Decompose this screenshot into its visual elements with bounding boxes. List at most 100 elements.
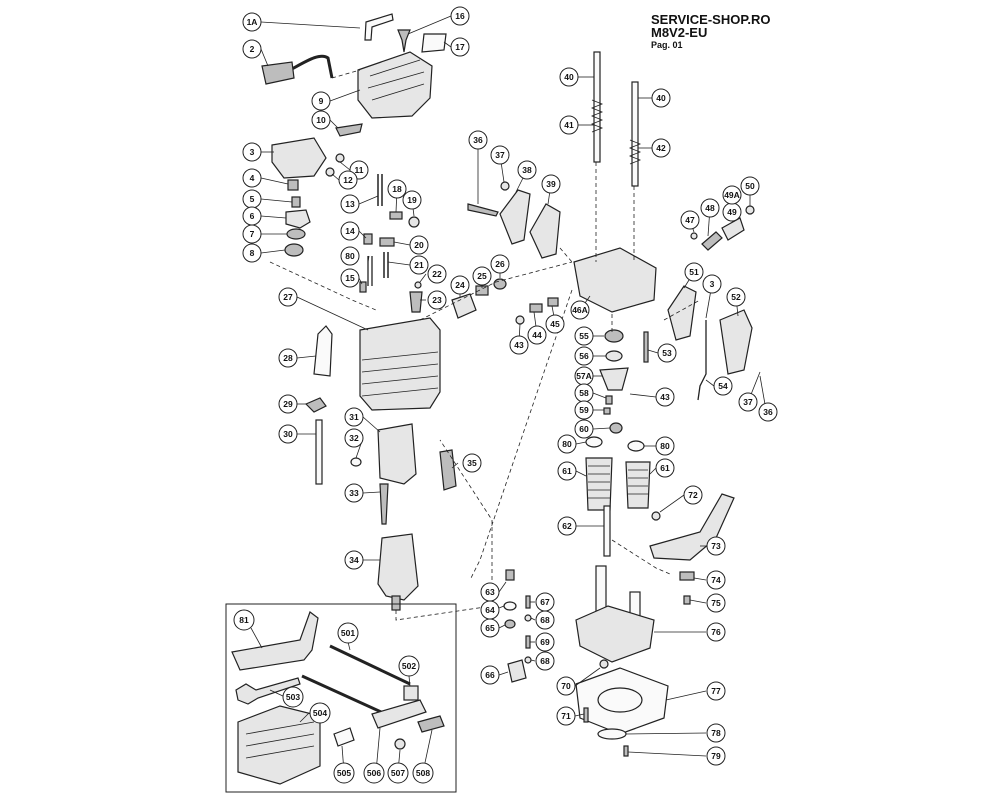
svg-text:67: 67 (540, 597, 550, 607)
part-stator (377, 423, 417, 485)
callout-81-left: 80 (557, 434, 577, 454)
callout-36-right: 36 (758, 402, 778, 422)
part-509-bolt (417, 715, 445, 733)
svg-text:18: 18 (392, 184, 402, 194)
part-13-wire (377, 174, 383, 206)
callout-33: 33 (344, 483, 364, 503)
part-55 (604, 329, 624, 343)
part-30-rod (315, 419, 323, 485)
svg-text:54: 54 (718, 381, 728, 391)
callout-44: 44 (527, 325, 547, 345)
callout-35: 35 (462, 453, 482, 473)
part-20 (379, 237, 395, 247)
svg-text:65: 65 (485, 623, 495, 633)
svg-text:42: 42 (656, 143, 666, 153)
callout-32: 32 (344, 428, 364, 448)
svg-text:62: 62 (562, 521, 572, 531)
svg-text:40: 40 (564, 72, 574, 82)
part-power-cord (289, 54, 334, 79)
callout-30: 30 (278, 424, 298, 444)
svg-text:68: 68 (540, 615, 550, 625)
svg-text:59: 59 (579, 405, 589, 415)
svg-text:13: 13 (345, 199, 355, 209)
svg-text:53: 53 (662, 348, 672, 358)
callout-80: 80 (340, 246, 360, 266)
callout-54: 54 (713, 376, 733, 396)
callout-66: 66 (480, 665, 500, 685)
part-switch (271, 137, 327, 179)
svg-text:40: 40 (656, 93, 666, 103)
svg-text:9: 9 (319, 96, 324, 106)
svg-text:49: 49 (727, 207, 737, 217)
svg-text:11: 11 (355, 165, 364, 175)
callout-51: 51 (684, 262, 704, 282)
callout-39: 39 (541, 174, 561, 194)
callout-23: 23 (427, 290, 447, 310)
callout-50: 50 (740, 176, 760, 196)
callout-7: 7 (242, 224, 262, 244)
part-62 (603, 505, 611, 557)
callout-76: 76 (706, 622, 726, 642)
svg-text:4: 4 (250, 173, 255, 183)
part-16-screw (397, 29, 411, 53)
svg-text:503: 503 (286, 692, 300, 702)
callout-17: 17 (450, 37, 470, 57)
part-75 (683, 595, 691, 605)
part-22 (414, 281, 422, 289)
callout-49: 49 (722, 202, 742, 222)
svg-text:57A: 57A (576, 371, 592, 381)
svg-text:37: 37 (743, 397, 753, 407)
part-68a (524, 614, 532, 622)
part-508-knob (394, 738, 406, 750)
part-73-dust-adapter (649, 493, 735, 561)
callout-68-top: 68 (535, 610, 555, 630)
shop-title: SERVICE-SHOP.RO (651, 12, 771, 27)
part-32 (350, 457, 362, 467)
svg-text:1A: 1A (247, 17, 258, 27)
housing-fins (361, 351, 439, 397)
part-37 (500, 181, 510, 191)
svg-text:43: 43 (514, 340, 524, 350)
part-72 (651, 511, 661, 521)
part-70 (599, 659, 609, 669)
part-47 (690, 232, 698, 240)
callout-31: 31 (344, 407, 364, 427)
part-66 (507, 659, 527, 683)
part-81-left (585, 436, 603, 448)
callout-71: 71 (556, 706, 576, 726)
part-39-knob (529, 203, 561, 259)
callout-59: 59 (574, 400, 594, 420)
svg-text:60: 60 (579, 424, 589, 434)
callout-14: 14 (340, 221, 360, 241)
svg-text:17: 17 (455, 42, 465, 52)
callout-63: 63 (480, 582, 500, 602)
callout-79: 79 (706, 746, 726, 766)
callout-67: 67 (535, 592, 555, 612)
part-506-collet (333, 727, 355, 747)
part-40-right (631, 81, 639, 187)
svg-text:24: 24 (455, 280, 465, 290)
part-53 (643, 331, 649, 363)
callout-43-right: 43 (655, 387, 675, 407)
part-42-spring (628, 139, 642, 165)
svg-text:35: 35 (467, 458, 477, 468)
part-74 (679, 571, 695, 581)
part-43 (515, 315, 525, 325)
case-ribs (245, 721, 315, 759)
svg-text:33: 33 (349, 488, 359, 498)
svg-text:504: 504 (313, 708, 327, 718)
svg-text:21: 21 (414, 260, 424, 270)
svg-text:51: 51 (689, 267, 699, 277)
callout-68-bottom: 68 (535, 651, 555, 671)
part-503-clamp (403, 685, 419, 701)
part-71 (583, 707, 589, 723)
part-61-right (625, 461, 651, 509)
callout-70: 70 (556, 676, 576, 696)
svg-text:502: 502 (402, 661, 416, 671)
part-501-guide (231, 611, 319, 671)
part-45 (547, 297, 559, 307)
part-4 (287, 179, 299, 191)
svg-text:506: 506 (367, 768, 381, 778)
callout-3-right: 3 (702, 274, 722, 294)
svg-text:55: 55 (579, 331, 589, 341)
